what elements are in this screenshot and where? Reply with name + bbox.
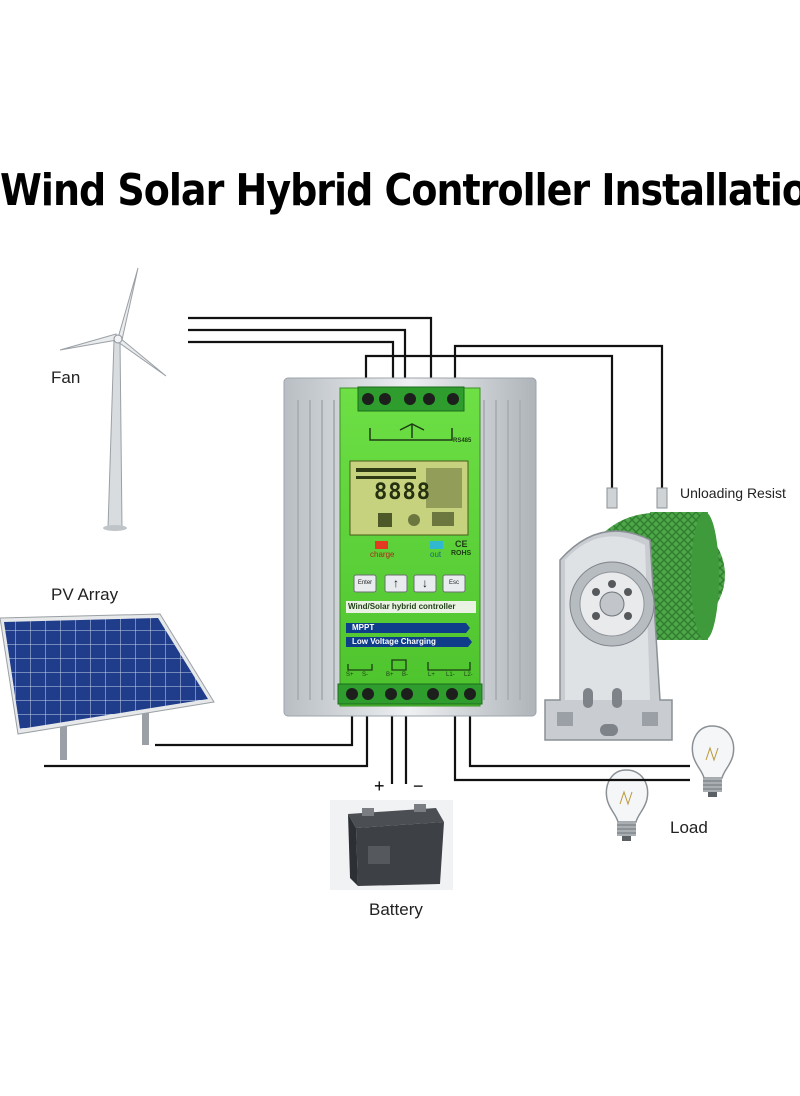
hybrid-controller <box>283 377 537 717</box>
mppt-label: MPPT <box>352 623 375 632</box>
fan-label: Fan <box>51 368 81 387</box>
lamp-icon <box>605 769 649 841</box>
esc-button[interactable]: Esc <box>448 580 459 586</box>
terminal-label: L+ <box>428 672 435 678</box>
enter-button[interactable]: Enter <box>357 580 373 586</box>
battery-positive-sign: + <box>374 776 385 796</box>
terminal-label: B- <box>402 672 408 678</box>
load-label: Load <box>670 818 708 837</box>
lcd-digits: 8888 <box>374 480 431 505</box>
rs485-label: RS485 <box>453 438 472 444</box>
unloading-resistor-icon <box>544 512 725 741</box>
wiring-lines <box>44 316 690 784</box>
lamp-icon <box>691 725 735 797</box>
low-voltage-label: Low Voltage Charging <box>352 637 436 646</box>
diagram-title: Wind Solar Hybrid Controller Installatio… <box>0 164 800 216</box>
down-button[interactable]: ↓ <box>422 576 428 590</box>
ce-mark: CE <box>455 539 468 549</box>
terminal-label: S- <box>362 672 368 678</box>
rohs-mark: ROHS <box>451 550 472 557</box>
terminal-label: S+ <box>346 672 354 678</box>
terminal-label: L1- <box>446 672 455 678</box>
up-button[interactable]: ↑ <box>393 576 399 590</box>
solar-panel-icon <box>0 613 215 760</box>
terminal-label: B+ <box>386 672 394 678</box>
battery-label: Battery <box>369 900 423 919</box>
battery-icon <box>330 800 453 890</box>
battery-negative-sign: − <box>413 776 424 796</box>
controller-name: Wind/Solar hybrid controller <box>348 602 456 611</box>
wind-turbine-icon <box>59 267 167 531</box>
charge-led-label: charge <box>370 550 395 559</box>
out-led-label: out <box>430 550 442 559</box>
unloading-resistor-label: Unloading Resist <box>680 485 786 501</box>
terminal-label: L2- <box>464 672 473 678</box>
pv-array-label: PV Array <box>51 585 119 604</box>
